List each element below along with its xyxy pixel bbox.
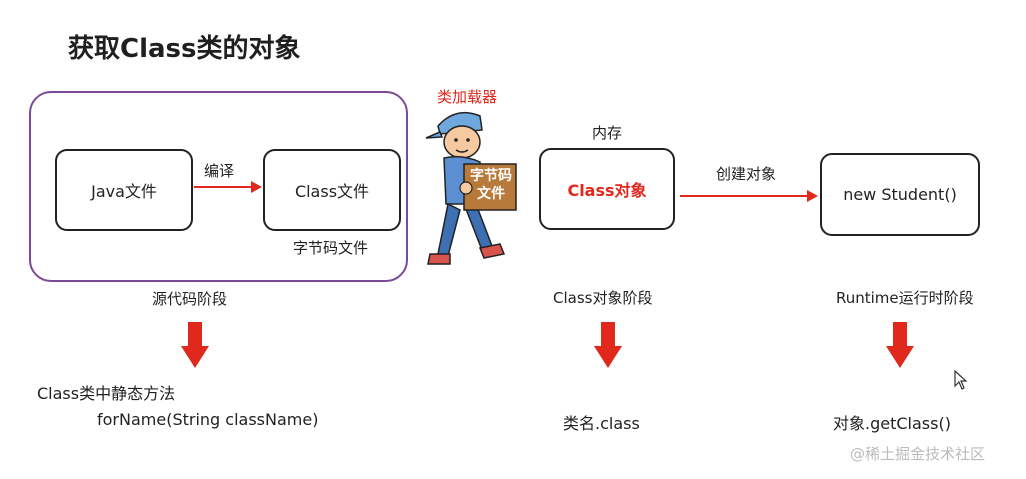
- compile-label: 编译: [204, 162, 235, 180]
- forname-method: forName(String className): [97, 410, 319, 429]
- down-arrow-icon: [594, 322, 622, 368]
- class-stage-label: Class对象阶段: [553, 289, 653, 307]
- runtime-stage-label: Runtime运行时阶段: [836, 289, 974, 307]
- class-object-box: Class对象: [539, 148, 675, 230]
- bytecode-file-label: 字节码文件: [293, 239, 369, 257]
- package-label-line1: 字节码: [470, 168, 512, 184]
- create-object-label: 创建对象: [716, 165, 777, 183]
- class-loader-label: 类加载器: [437, 88, 498, 106]
- getclass-method: 对象.getClass(): [833, 414, 951, 433]
- create-arrow-line: [680, 195, 808, 197]
- new-student-box: new Student(): [820, 153, 980, 236]
- down-arrow-icon: [886, 322, 914, 368]
- down-arrow-icon: [181, 322, 209, 368]
- mouse-cursor-icon: [954, 370, 968, 390]
- package-label-line2: 文件: [477, 186, 505, 202]
- class-file-box: Class文件: [263, 149, 401, 231]
- classname-class-method: 类名.class: [563, 414, 640, 433]
- java-file-box: Java文件: [55, 149, 193, 231]
- compile-arrow-line: [194, 186, 252, 188]
- compile-arrow-head-icon: [251, 181, 262, 193]
- source-stage-label: 源代码阶段: [152, 290, 228, 308]
- source-stage-frame: [29, 91, 408, 282]
- memory-label: 内存: [592, 124, 623, 142]
- watermark: @稀土掘金技术社区: [850, 445, 986, 463]
- static-method-title: Class类中静态方法: [37, 384, 176, 403]
- page-title: 获取Class类的对象: [68, 34, 301, 64]
- delivery-person-icon: [425, 111, 517, 265]
- create-arrow-head-icon: [807, 190, 818, 202]
